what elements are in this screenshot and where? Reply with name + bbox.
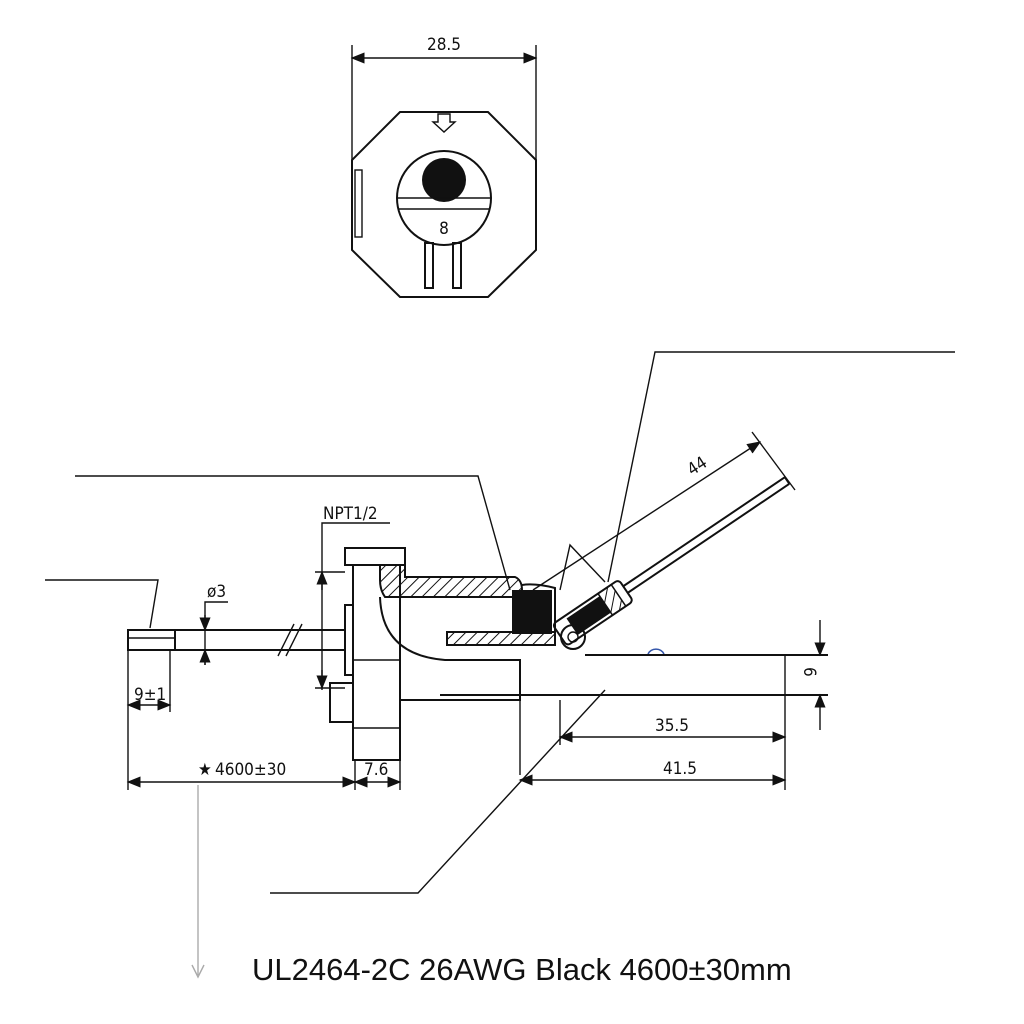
flange-thickness-label: 7.6 [364, 760, 388, 780]
cable-diameter-label: ø3 [207, 582, 226, 602]
pin-left [424, 242, 434, 289]
leader-line [45, 579, 159, 629]
leader-line [270, 689, 606, 894]
leader-line [75, 475, 511, 591]
down-arrow-icon [431, 113, 457, 133]
slot [354, 169, 363, 238]
stripped-end [127, 629, 176, 651]
cable-spec-caption: UL2464-2C 26AWG Black 4600±30mm [252, 952, 792, 987]
leader-line [607, 351, 955, 583]
float-arm [552, 476, 791, 646]
pivot-pin [560, 624, 586, 650]
pin-right [452, 242, 462, 289]
side-view: 44 6 35.5 41.5 NPT1/2 ø3 9±1 ★ [45, 351, 955, 979]
marking-label: 8 [439, 219, 449, 239]
fitting-body [352, 564, 401, 761]
arc-mark [647, 648, 665, 655]
magnet-block [512, 590, 552, 634]
dim-41-5-label: 41.5 [663, 759, 697, 779]
break-mark [277, 623, 295, 657]
octagon-housing [351, 111, 537, 298]
sensor-circle [396, 150, 492, 246]
cable-length-label: 4600±30 [215, 760, 286, 780]
hatched-wall-top [379, 564, 523, 598]
top-view: 28.5 8 [350, 35, 538, 298]
thread-label: NPT1/2 [323, 504, 378, 524]
dim-35-5-label: 35.5 [655, 716, 689, 736]
black-dot [422, 158, 466, 202]
cable-length-marker: ★ [198, 760, 212, 780]
strip-length-label: 9±1 [134, 685, 166, 705]
width-dimension-label: 28.5 [427, 35, 461, 55]
flange-top [344, 547, 406, 566]
height-dimension-label: 6 [799, 667, 819, 677]
